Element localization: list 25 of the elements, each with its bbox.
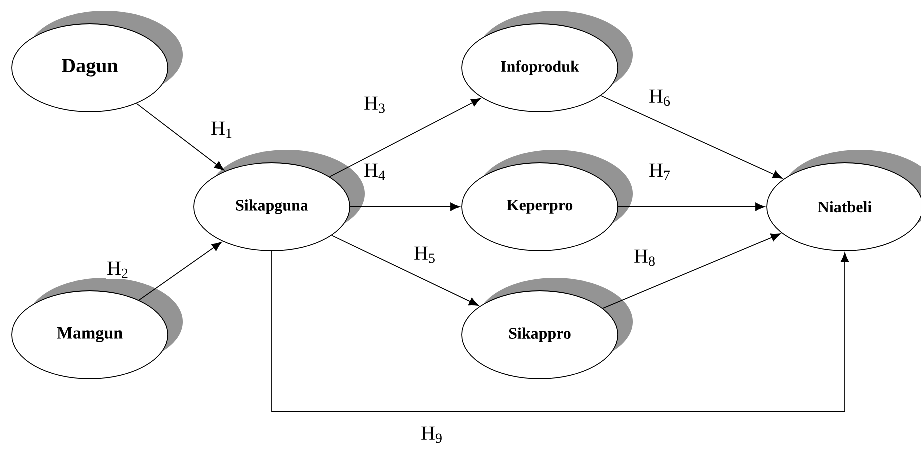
ellipse-node: Sikappro [462, 278, 633, 380]
arrow [602, 234, 781, 309]
ellipse-node: Dagun [12, 11, 183, 112]
ellipse-node: Mamgun [12, 278, 183, 380]
ellipse-node: Keperpro [462, 150, 633, 252]
arrow [272, 251, 850, 412]
ellipse-node: Infoproduk [462, 11, 633, 112]
arrow [618, 202, 766, 212]
edge-label: H$_{5}$ [413, 246, 437, 264]
arrow [350, 202, 460, 212]
edge-label: H$_{2}$ [106, 260, 130, 280]
ellipse-node: Sikapguna [194, 150, 365, 252]
edge-label: H$_{1}$ [210, 120, 234, 140]
ellipse-node: Niatbeli [766, 150, 921, 252]
arrow [600, 95, 783, 179]
edge-label: H$_{7}$ [648, 162, 672, 182]
arrow [138, 242, 222, 301]
arrow [136, 103, 224, 171]
edge-label: H$_{9}$ [420, 426, 444, 444]
edge-label: H$_{6}$ [648, 88, 672, 108]
arrow [332, 235, 479, 306]
edge-label: H$_{4}$ [363, 162, 387, 182]
edge-label: H$_{3}$ [363, 96, 387, 114]
edge-label: H$_{8}$ [633, 248, 657, 268]
arrow [329, 98, 482, 178]
